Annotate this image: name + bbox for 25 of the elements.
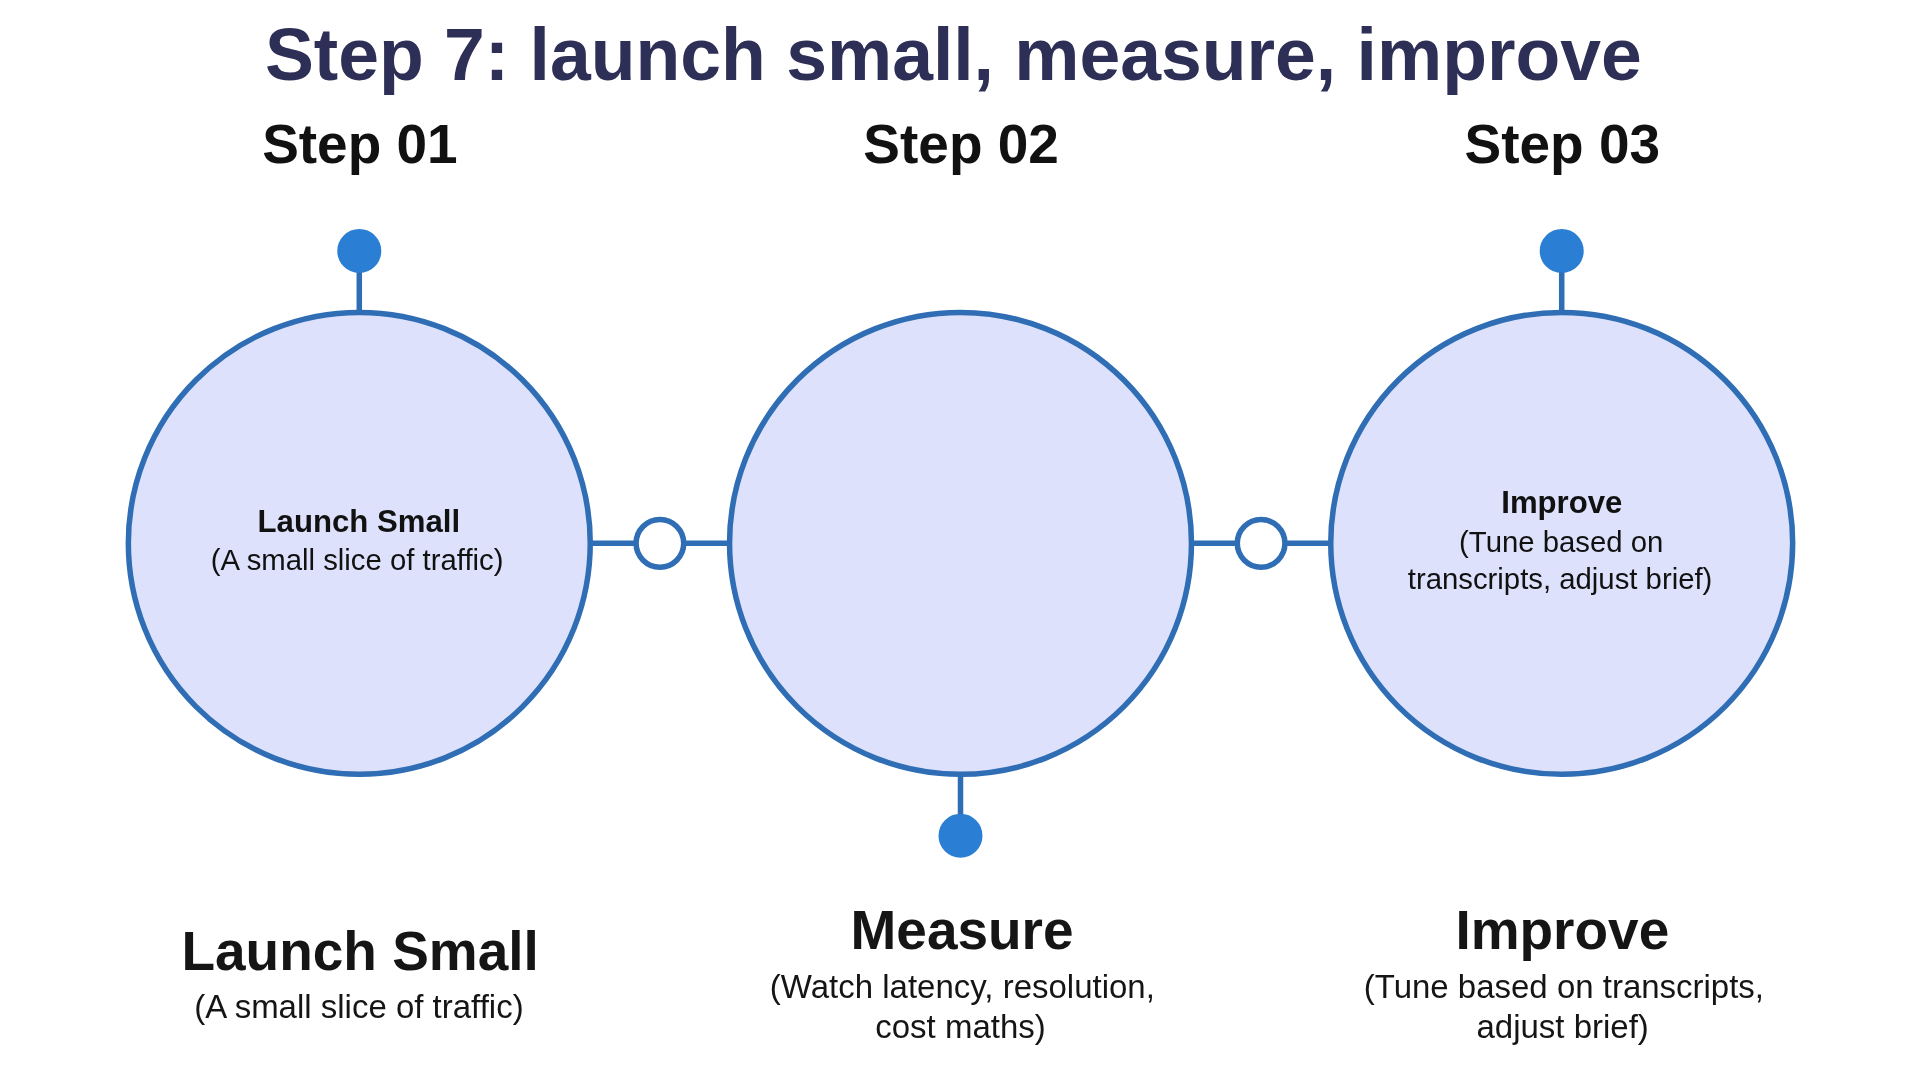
connector [683,540,729,547]
node-label: Measure [850,899,1074,962]
node-label: Launch Small [180,919,539,982]
node-label: (Tune based on transcripts, adjust brief) [1363,967,1764,1046]
node-label: Step 01 [261,112,458,175]
diagram-title: Step 7: launch small, measure, improve [264,13,1642,96]
node-label: (A small slice of traffic) [193,987,524,1025]
connector [957,774,963,815]
node-circle [938,813,982,858]
node-circle [336,228,381,273]
connector [1284,540,1331,547]
node-circle [726,309,1194,778]
node-label: (Watch latency, resolution, cost maths) [769,967,1155,1046]
node-circle: Launch Small (A small slice of traffic) [125,309,593,778]
node-label: Improve [1454,899,1669,962]
node-label: Step 03 [1464,112,1660,175]
node-circle [1539,228,1584,273]
node-circle [632,516,686,570]
node-label: Step 02 [862,112,1059,175]
connector [1558,272,1564,313]
connector [356,272,362,313]
connector [1191,540,1237,547]
node-circle [1234,516,1288,570]
connector [590,540,636,547]
node-circle: Improve (Tune based on transcripts, adjust brief) [1327,309,1795,778]
